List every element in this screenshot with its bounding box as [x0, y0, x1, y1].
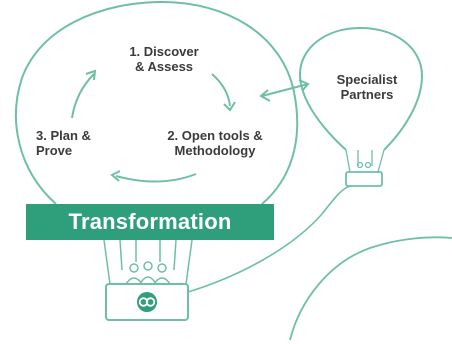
transformation-banner-bg	[26, 204, 274, 240]
step2-line-1: 2. Open tools &	[167, 128, 263, 143]
main-balloon-ropes	[103, 239, 193, 285]
small-balloon-outline	[298, 26, 424, 151]
step-plan-prove: 3. Plan &Prove	[36, 128, 106, 158]
step1-line-1: 1. Discover	[129, 44, 199, 59]
partners-line-2: Partners	[340, 87, 394, 102]
step-open-tools: 2. Open tools &Methodology	[150, 128, 280, 158]
partners-arrow	[259, 79, 310, 102]
cycle-arrows	[71, 69, 236, 183]
step-discover-assess: 1. Discover& Assess	[104, 44, 224, 74]
link-icon	[137, 292, 157, 312]
partners-line-1: Specialist	[336, 72, 398, 87]
step3-line-2: Prove	[36, 143, 73, 158]
small-balloon-basket	[345, 171, 383, 187]
step1-line-2: & Assess	[134, 59, 194, 74]
step2-line-2: Methodology	[174, 143, 256, 158]
main-balloon-outline	[15, 0, 299, 205]
step3-line-1: 3. Plan &	[36, 128, 91, 143]
transformation-banner: Transformation	[68, 209, 232, 234]
tether-line	[187, 185, 353, 293]
passengers-icon	[125, 261, 171, 285]
horizon-curve	[289, 236, 452, 341]
small-balloon-ropes	[345, 149, 385, 173]
